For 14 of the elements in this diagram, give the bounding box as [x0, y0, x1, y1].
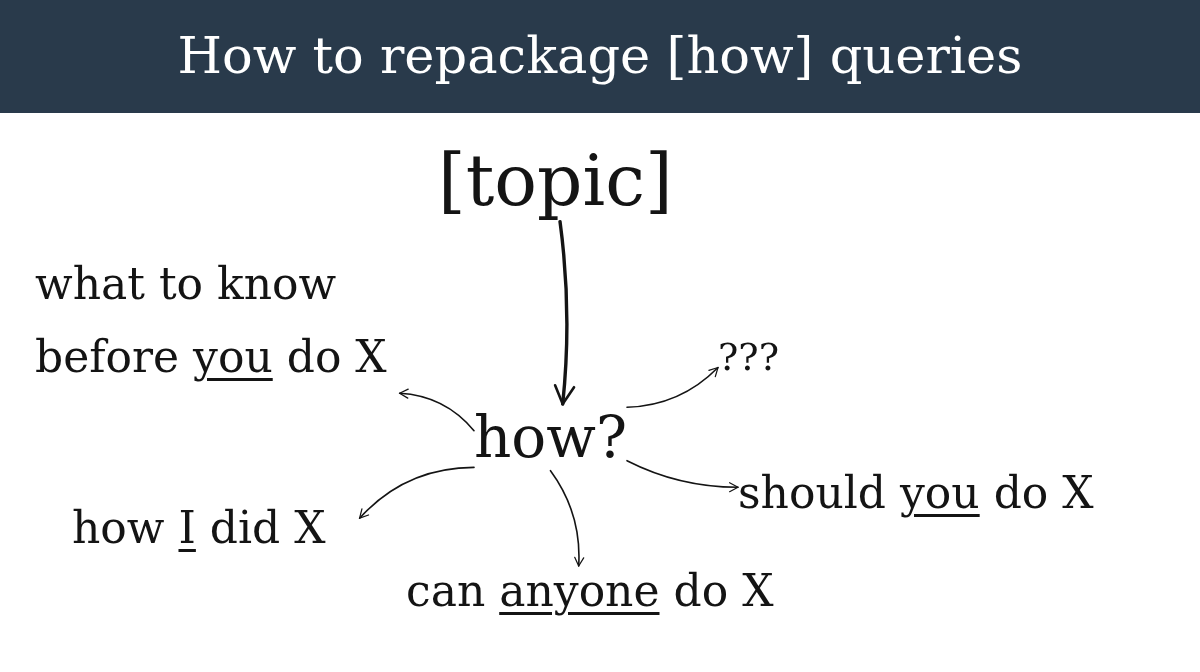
branch-text: what to know before you do X — [35, 248, 427, 394]
center-word: how? — [474, 404, 627, 471]
arrow — [553, 219, 576, 406]
arrow — [549, 469, 585, 567]
title-text: How to repackage [how] queries — [177, 27, 1023, 86]
arrow — [626, 366, 719, 409]
topic-text: [topic] — [438, 140, 673, 222]
branch-text: how I did X — [72, 503, 360, 554]
arrow — [358, 466, 475, 519]
branch-text: ??? — [718, 336, 780, 380]
arrow — [398, 388, 475, 432]
branch-text: should you do X — [738, 468, 1094, 519]
branch-text: can anyone do X — [406, 566, 774, 617]
arrow — [626, 459, 739, 493]
